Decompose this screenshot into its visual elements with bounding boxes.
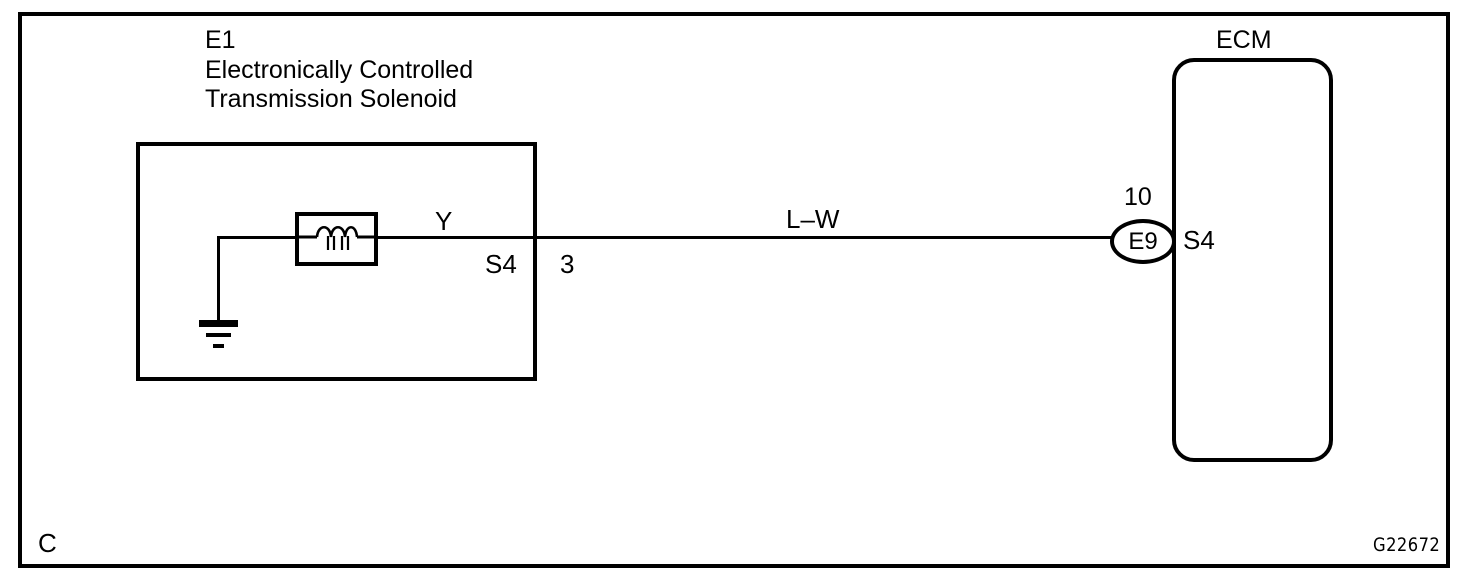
- diagram-outer-frame: [18, 12, 1450, 568]
- diagram-corner-mark: C: [38, 528, 57, 558]
- figure-code-label: G22672: [1373, 534, 1441, 556]
- coil-wire-left: [217, 236, 299, 239]
- wire-color-label-y: Y: [435, 206, 453, 236]
- harness-wire-lw: [537, 236, 1115, 239]
- solenoid-connector-code-label: S4: [485, 249, 517, 279]
- ground-symbol-bar-2: [206, 333, 231, 337]
- solenoid-title-label: E1 Electronically Controlled Transmissio…: [205, 26, 474, 113]
- wire-color-label-lw: L–W: [786, 204, 840, 234]
- coil-inductor-icon: [299, 225, 374, 250]
- ecm-connector-oval: E9: [1110, 219, 1176, 264]
- solenoid-component-box: [136, 142, 537, 381]
- ground-wire-vertical: [217, 236, 220, 324]
- ecm-pin-number-label: 10: [1124, 183, 1152, 211]
- solenoid-output-wire: [374, 236, 538, 239]
- ecm-connector-code-label: S4: [1183, 225, 1215, 255]
- ecm-connector-ref-label: E9: [1128, 227, 1158, 255]
- ground-symbol-bar-3: [213, 344, 224, 348]
- ground-symbol-bar-1: [199, 320, 238, 327]
- solenoid-coil-box: [295, 212, 378, 266]
- ecm-title-label: ECM: [1216, 26, 1272, 54]
- solenoid-pin-number-label: 3: [560, 249, 575, 279]
- ecm-component-box: [1172, 58, 1333, 462]
